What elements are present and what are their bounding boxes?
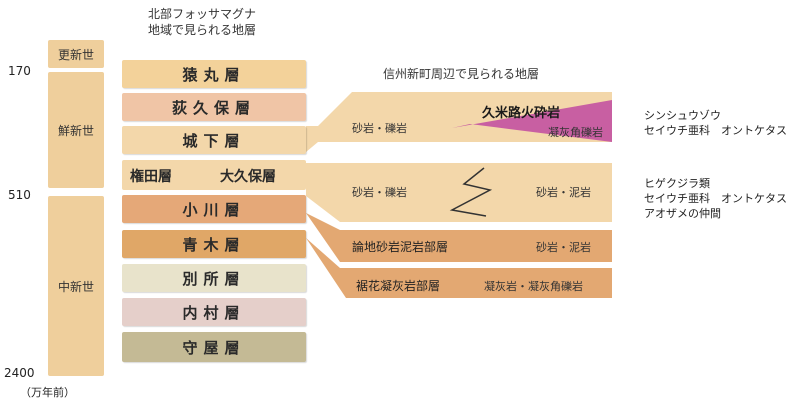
fossil-note-upper: シンシュウゾウ セイウチ亜科 オントケタス [644, 108, 787, 138]
upper-band [306, 92, 612, 152]
layer-ogawa: 小川層 [122, 195, 306, 223]
right-header: 信州新町周辺で見られる地層 [383, 67, 540, 81]
label-sandstone-conglomerate: 砂岩・礫岩 [352, 122, 407, 135]
layer-saruma: 猿丸層 [122, 60, 306, 88]
label-tuff-breccia: 凝灰角礫岩 [548, 126, 603, 139]
fossil-note-lower: ヒゲクジラ類 セイウチ亜科 オントケタス アオザメの仲間 [644, 176, 787, 221]
middle-band [306, 163, 612, 222]
fossil-lower-1: ヒゲクジラ類 [644, 177, 710, 190]
age-unit: （万年前） [20, 386, 75, 399]
age-2400: 2400 [4, 366, 35, 380]
zigzag-line [449, 167, 493, 217]
fossil-lower-2: セイウチ亜科 オントケタス [644, 192, 787, 205]
era-miocene: 中新世 [48, 196, 104, 376]
age-510: 510 [8, 188, 31, 202]
layer-uchimura: 内村層 [122, 298, 306, 326]
layer-shiroshita: 城下層 [122, 126, 306, 154]
fossil-upper-2: セイウチ亜科 オントケタス [644, 124, 787, 137]
ronji-band [306, 213, 612, 262]
label-ronji-member: 論地砂岩泥岩部層 [352, 240, 449, 254]
kume-volcanic-wedge [452, 100, 612, 142]
era-pliocene: 鮮新世 [48, 72, 104, 188]
label-sandstone-mudstone: 砂岩・泥岩 [536, 186, 591, 199]
left-header: 北部フォッサマグナ 地域で見られる地層 [148, 6, 256, 38]
label-sandstone-mudstone-2: 砂岩・泥岩 [536, 241, 591, 254]
left-header-line2: 地域で見られる地層 [148, 23, 257, 37]
susobana-band [306, 238, 612, 298]
layer-gonden-label: 権田層 [130, 169, 172, 185]
layer-aoki: 青木層 [122, 230, 306, 258]
label-susobana-member: 裾花凝灰岩部層 [356, 279, 441, 293]
fossil-lower-3: アオザメの仲間 [644, 207, 721, 220]
fossil-upper-1: シンシュウゾウ [644, 109, 721, 122]
layer-bessho: 別所層 [122, 264, 306, 292]
label-sandstone-conglomerate-2: 砂岩・礫岩 [352, 186, 407, 199]
layer-ookubo-label: 大久保層 [220, 169, 276, 185]
left-header-line1: 北部フォッサマグナ [148, 7, 257, 21]
layer-gonden-ookubo [122, 160, 306, 190]
age-170: 170 [8, 64, 31, 78]
label-tuff-breccia-2: 凝灰岩・凝灰角礫岩 [484, 280, 583, 293]
label-kume-volcanic: 久米路火砕岩 [482, 106, 561, 121]
layer-moriya: 守屋層 [122, 332, 306, 362]
era-pleistocene: 更新世 [48, 40, 104, 68]
layer-ogikubo: 荻久保層 [122, 93, 306, 121]
